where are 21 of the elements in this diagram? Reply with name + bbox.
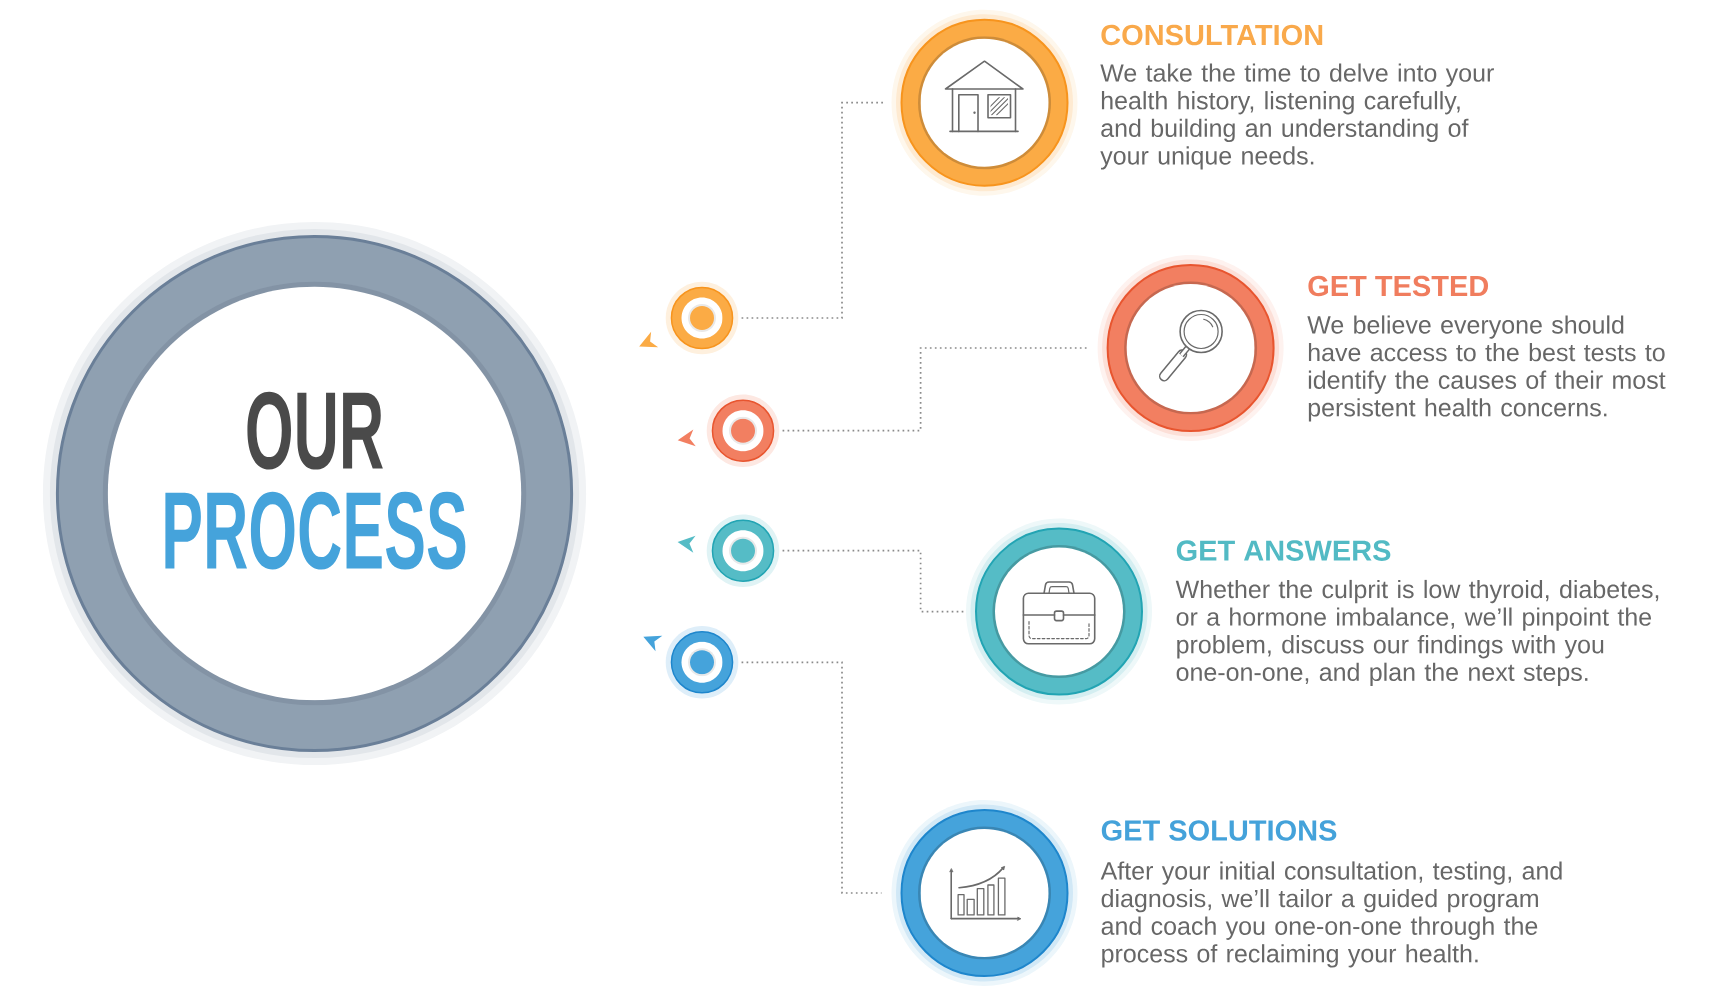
arrowhead (677, 429, 696, 447)
step-description: We believe everyone should have access to the best tests to identify the causes of their most persistent health concerns. (1307, 315, 1666, 422)
target-icon (706, 514, 780, 587)
step-description: Whether the culprit is low thyroid, diabetes, or a hormone imbalance, we’ll pinpoint the problem, discuss our findings with you one-on-one, and plan the next steps. (1175, 579, 1659, 686)
step-heading: GET TESTED (1308, 275, 1489, 297)
dotted-connector (781, 347, 1088, 432)
target-icon (706, 394, 780, 467)
dotted-connector (740, 661, 883, 894)
target-icon (665, 626, 739, 699)
step-description: After your initial consultation, testing, and diagnosis, we’ll tailor a guided program and coach you one-on-one through the process of reclaiming your health. (1100, 861, 1562, 968)
arrowhead (643, 635, 663, 652)
step-heading: CONSULTATION (1101, 24, 1323, 46)
arrowhead (677, 535, 696, 553)
title-text: OUR (247, 391, 383, 470)
step-description: We take the time to delve into your health history, listening carefully, and building an understanding of your unique needs. (1100, 63, 1494, 170)
target-icon (665, 281, 739, 355)
title-text: PROCESS (165, 491, 466, 570)
step-heading: GET ANSWERS (1176, 540, 1391, 561)
arrowhead (639, 331, 659, 348)
step-heading: GET SOLUTIONS (1101, 820, 1337, 841)
dotted-connector (781, 549, 965, 613)
